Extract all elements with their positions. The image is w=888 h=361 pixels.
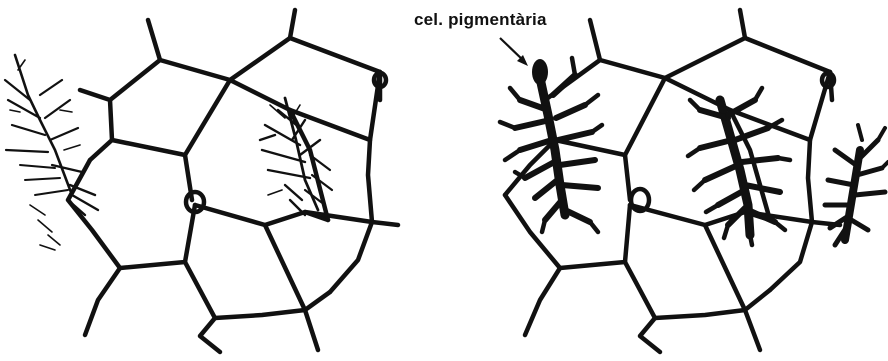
pigment-cell-right — [825, 125, 888, 245]
pigment-cell-label: cel. pigmentària — [414, 10, 547, 30]
pigment-cell-center — [688, 88, 790, 245]
left-panel-cell-network — [68, 10, 398, 352]
label-pointer-arrow — [500, 38, 528, 66]
